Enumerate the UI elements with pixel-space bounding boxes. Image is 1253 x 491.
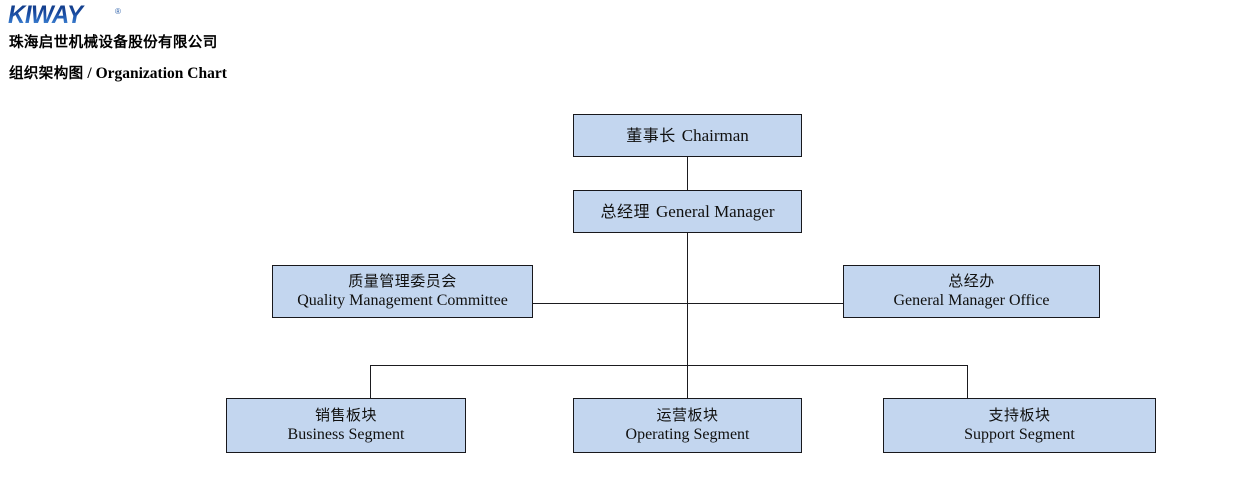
node-general-manager[interactable]: 总经理 General Manager (573, 190, 802, 233)
page-title-en: Organization Chart (95, 65, 227, 82)
node-operating-segment[interactable]: 运营板块 Operating Segment (573, 398, 802, 453)
connector-chairman-to-gm (687, 157, 689, 190)
connector-gm-trunk (687, 233, 689, 366)
company-name: 珠海启世机械设备股份有限公司 (9, 35, 218, 51)
node-general-manager-label-cn: 总经理 (600, 201, 651, 221)
page-title-separator: / (83, 65, 96, 82)
node-chairman-label-cn: 董事长 (626, 125, 676, 145)
page-title-cn: 组织架构图 (9, 66, 84, 82)
node-gm-office-label-en: General Manager Office (893, 291, 1050, 309)
kiway-logo-text: KIWAY (8, 3, 118, 28)
registered-trademark-icon: ® (115, 7, 121, 16)
node-quality-committee-label-cn: 质量管理委员会 (348, 272, 457, 291)
node-chairman-label-en: Chairman (681, 125, 749, 145)
node-general-manager-label-en: General Manager (656, 201, 775, 221)
node-gm-office[interactable]: 总经办 General Manager Office (843, 265, 1100, 318)
node-quality-committee-label-en: Quality Management Committee (297, 291, 508, 309)
node-operating-segment-label-cn: 运营板块 (656, 406, 719, 425)
node-support-segment-label-cn: 支持板块 (988, 406, 1051, 425)
node-gm-office-label-cn: 总经办 (948, 272, 995, 291)
page-title: 组织架构图 / Organization Chart (9, 62, 227, 83)
connector-drop-support (967, 365, 969, 398)
node-operating-segment-label-en: Operating Segment (625, 425, 750, 443)
node-business-segment[interactable]: 销售板块 Business Segment (226, 398, 466, 453)
connector-drop-business (370, 365, 372, 398)
node-support-segment[interactable]: 支持板块 Support Segment (883, 398, 1156, 453)
node-support-segment-label-en: Support Segment (964, 425, 1075, 443)
connector-staff-horizontal (532, 303, 843, 305)
node-business-segment-label-cn: 销售板块 (314, 406, 377, 425)
node-quality-committee[interactable]: 质量管理委员会 Quality Management Committee (272, 265, 533, 318)
connector-segment-bar (370, 365, 968, 367)
node-chairman[interactable]: 董事长 Chairman (573, 114, 802, 157)
connector-drop-operating (687, 365, 689, 398)
kiway-logo: KIWAY ® (8, 3, 123, 28)
node-business-segment-label-en: Business Segment (287, 425, 405, 443)
